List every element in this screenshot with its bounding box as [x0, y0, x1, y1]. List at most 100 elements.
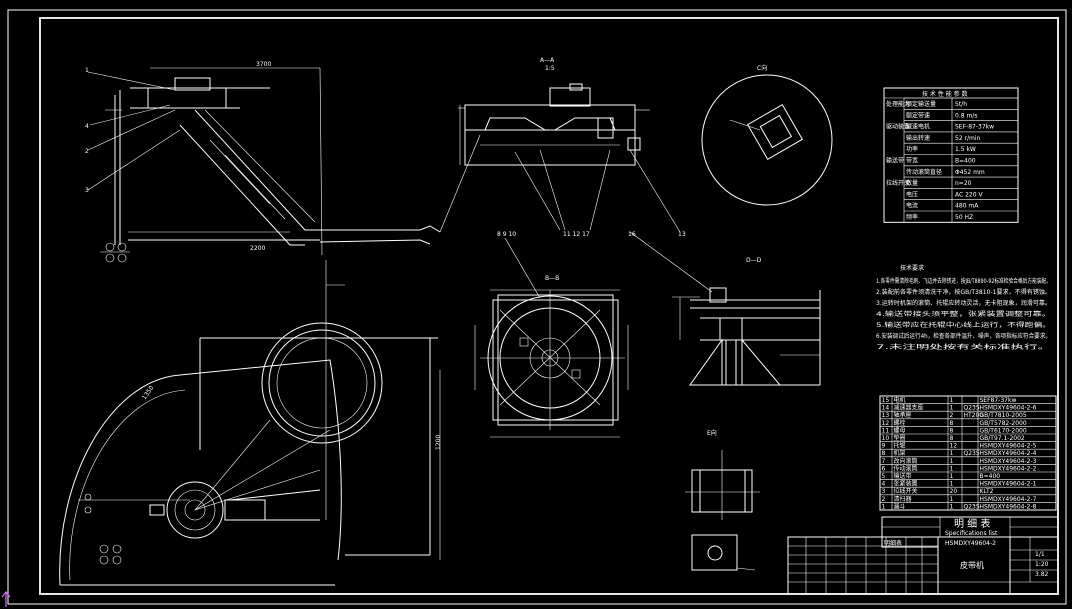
bom-cell-qty: 1: [950, 481, 954, 488]
bom-cell-qty: 1: [950, 465, 954, 472]
plan-view: 1200 1350: [59, 260, 442, 586]
section-b-label: B—B: [545, 275, 559, 282]
dim-bottom-width: 2200: [250, 245, 265, 252]
bom-cell-no: 10: [882, 435, 890, 442]
bom-cell-no: 3: [882, 488, 886, 495]
bom-cell-code: GB/T97.1-2002: [980, 435, 1025, 442]
tech-req-line: 1.各零件需清除毛刺、飞边并去除锈迹，按JB/T8890-92标准检验合格后方能…: [876, 277, 1051, 285]
section-a-label: A—A: [540, 57, 555, 64]
inner-border: [39, 17, 1059, 595]
bom-cell-mat: Q235: [964, 503, 980, 510]
title-sheet: 1/1: [1035, 551, 1045, 558]
bom-cell-name: 减速器支座: [894, 404, 924, 412]
svg-text:16: 16: [628, 231, 636, 238]
bom-cell-qty: 1: [950, 397, 954, 404]
tech-req-line: 5.输送带应在托辊中心线上运行，不得跑偏。: [876, 321, 1051, 329]
leader-2: 4: [85, 123, 89, 130]
param-value: 1.5 kW: [955, 146, 976, 153]
param-value: n=20: [955, 180, 972, 187]
bom-cell-name: 轴承座: [894, 411, 912, 419]
param-item: 额定带速: [906, 111, 930, 119]
bom-cell-no: 12: [882, 420, 890, 427]
bom-cell-name: 螺母: [894, 426, 906, 434]
bom-cell-code: HSMDXY49604-2-5: [980, 443, 1037, 450]
param-item: 电压: [906, 190, 918, 198]
section-d-label: D—D: [746, 257, 762, 264]
bom-cell-qty: 12: [950, 443, 958, 450]
bom-cell-name: 传动滚筒: [894, 464, 918, 472]
bom-cell-qty: 1: [950, 450, 954, 457]
bom-cell-no: 2: [882, 496, 886, 503]
bom-cell-code: HSMDXY49604-2-7: [980, 496, 1037, 503]
section-c-view: C向: [701, 64, 833, 206]
bom-cell-name: 漏斗: [894, 502, 906, 510]
bom-cell-code: HSMDXY49604-2-6: [980, 405, 1037, 412]
outer-border: [7, 9, 1067, 605]
bom-cell-code: GB/T6170-2000: [980, 427, 1027, 434]
svg-text:13: 13: [678, 231, 686, 238]
param-value: 50 HZ: [955, 214, 973, 221]
tech-req-title: 技术要求: [900, 264, 924, 272]
dim-plan-height: 1200: [435, 435, 442, 450]
param-group: 拉线开关: [886, 179, 910, 187]
bom-cell-code: HSMDXY49604-2-2: [980, 465, 1037, 472]
bom-cell-mat: Q235: [964, 405, 980, 412]
bom-cell-code: SEF87-37kw: [980, 397, 1017, 404]
elevation-view: 3700 2200 1 4 2 3: [85, 61, 481, 263]
param-table-title: 技 术 性 能 参 数: [922, 90, 968, 98]
section-e-view: E向: [685, 429, 760, 571]
tech-req-line: 6.安装调试后运行4h，检查各部件温升、噪声，各项指标应符合要求。: [876, 332, 1051, 340]
bom-cell-no: 6: [882, 465, 886, 472]
bom-cell-code: GB/T5782-2000: [980, 420, 1027, 427]
bom-cell-no: 5: [882, 473, 886, 480]
param-item: 输出转速: [906, 134, 930, 142]
bom-cell-qty: 8: [950, 420, 954, 427]
bom-cell-qty: 1: [950, 503, 954, 510]
dim-top-width: 3700: [256, 61, 271, 68]
bom-cell-name: 垫圈: [894, 434, 906, 442]
leader-3: 2: [85, 148, 89, 155]
svg-text:8 9 10: 8 9 10: [497, 231, 516, 238]
bom-cell-no: 11: [882, 427, 890, 434]
spec-list-title-en: Specifications list: [945, 530, 998, 537]
bom-cell-name: 托辊: [894, 442, 906, 450]
bom-cell-code: HSMDXY49604-2-1: [980, 481, 1037, 488]
bom-cell-no: 1: [882, 503, 886, 510]
section-a-scale: 1:5: [545, 65, 555, 72]
bom-cell-qty: 1: [950, 458, 954, 465]
bom-cell-no: 13: [882, 412, 890, 419]
title-doc-type: 明细表: [884, 539, 902, 547]
bom-cell-qty: 8: [950, 427, 954, 434]
param-item: 带宽: [906, 157, 918, 165]
bom-cell-code: B=400: [980, 473, 1001, 480]
param-item: 传动滚筒直径: [906, 168, 942, 176]
section-a-view: A—A 1:5 11 12 17 13: [458, 57, 686, 238]
bom-cell-mat: HT200: [964, 412, 984, 419]
svg-text:11 12 17: 11 12 17: [563, 231, 590, 238]
param-item: 频率: [906, 213, 918, 221]
bom-cell-qty: 1: [950, 473, 954, 480]
bom-cell-name: 输送带: [894, 472, 912, 480]
param-group: 处理能力: [886, 100, 910, 108]
param-value: AC 220 V: [955, 191, 983, 198]
bom-cell-no: 7: [882, 458, 886, 465]
bom-cell-qty: 1: [950, 496, 954, 503]
section-b-view: B—B 8 9 10: [474, 231, 629, 438]
bom-cell-code: HSMDXY49604-2-8: [980, 503, 1037, 510]
bom-cell-name: 改向滚筒: [894, 457, 918, 465]
bom-cell-code: HSMDXY49604-2-3: [980, 458, 1037, 465]
section-c-label: C向: [757, 64, 767, 72]
param-group: 输送带: [886, 157, 904, 165]
bom-cell-no: 15: [882, 397, 890, 404]
bom-cell-code: GB/T7810-2005: [980, 412, 1027, 419]
tech-req-line: 7.未注明处按有关标准执行。: [876, 343, 1051, 351]
bom-cell-code: KLT2: [980, 488, 994, 495]
bom-cell-name: 清扫器: [894, 495, 912, 503]
tech-requirements: 技术要求 1.各零件需清除毛刺、飞边并去除锈迹，按JB/T8890-92标准检验…: [876, 264, 1051, 351]
param-item: 减速电机: [906, 123, 930, 131]
arrow-up-icon: [1, 591, 11, 607]
title-scale: 1:20: [1035, 561, 1049, 568]
leader-1: 1: [85, 67, 89, 74]
